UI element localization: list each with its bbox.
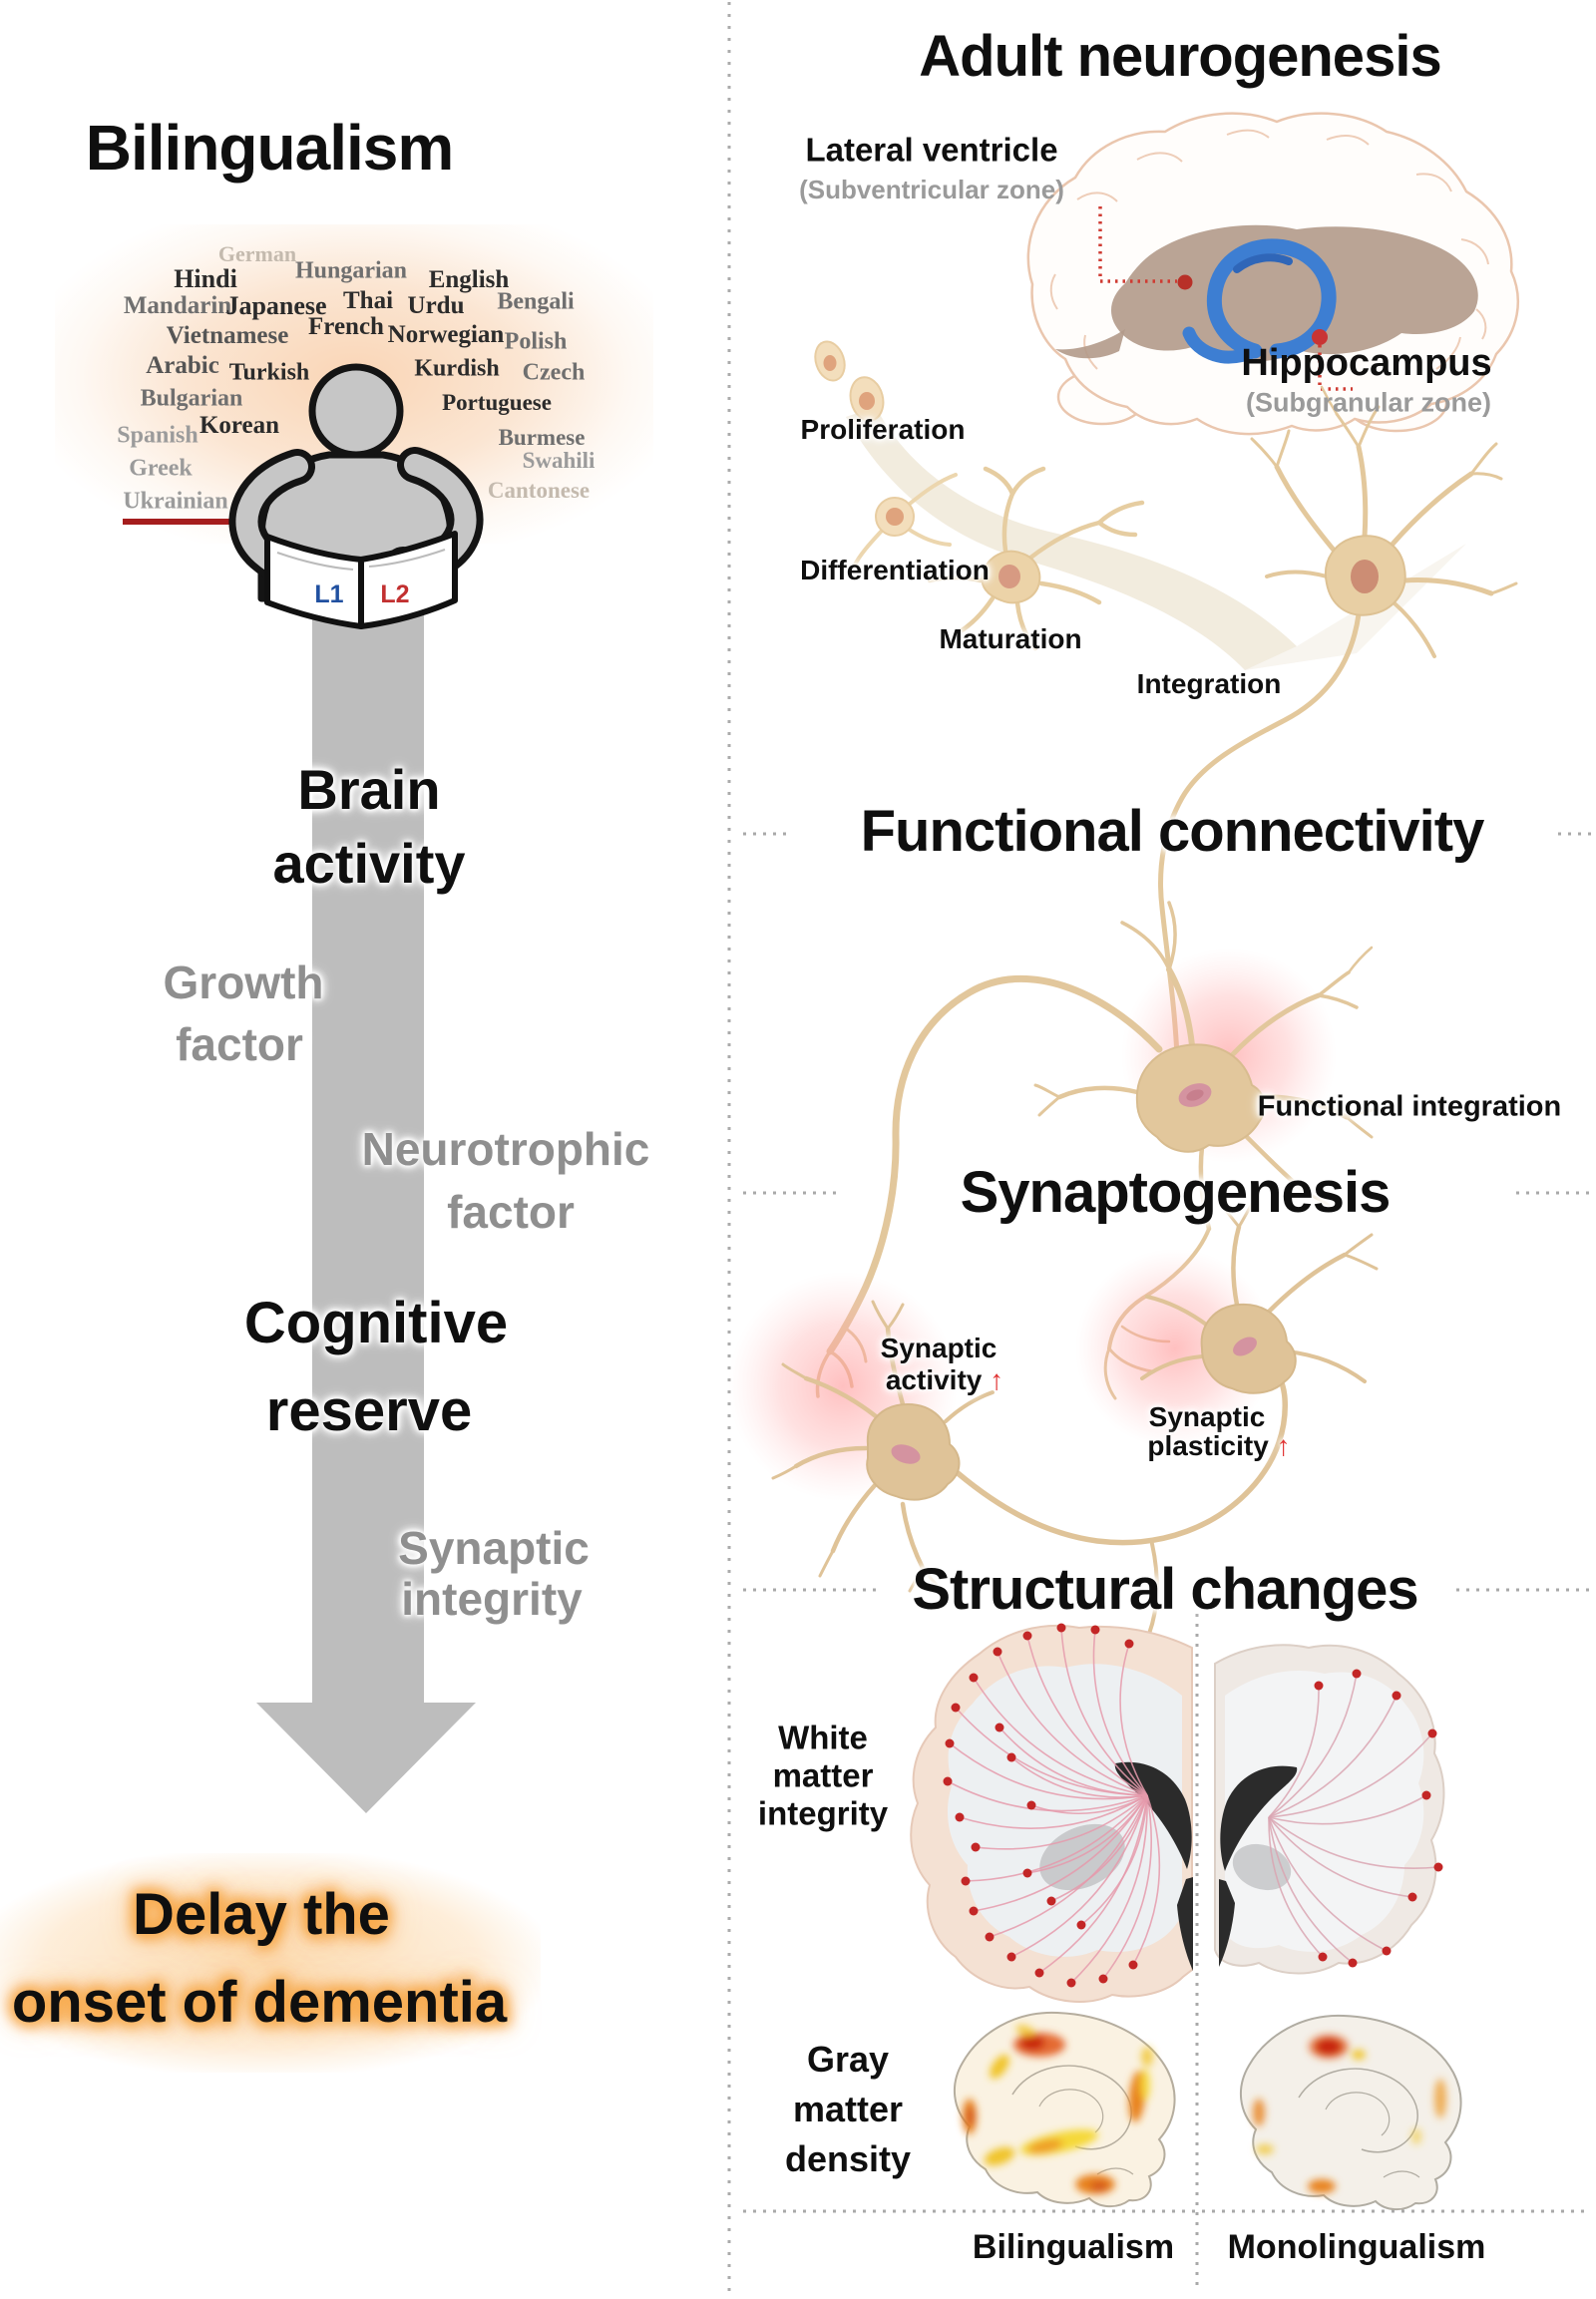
neurotrophic-factor-line2: factor (447, 1186, 575, 1238)
synaptic-plasticity-line1: Synaptic (1148, 1401, 1266, 1432)
outcome-line2: onset of dementia (11, 1970, 508, 2035)
gm-bilingual (953, 2011, 1176, 2208)
brain-sulci (1049, 129, 1489, 370)
gray-matter-line3: density (784, 2138, 912, 2179)
white-matter-line2: matter (772, 1756, 874, 1794)
growth-factor-line2: factor (176, 1018, 303, 1070)
up-arrow-icon: ↑ (990, 1364, 1004, 1395)
functional-integration-label: Functional integration (1257, 1090, 1562, 1123)
subventricular-label: (Subventricular zone) (799, 175, 1064, 204)
white-matter-brains (910, 1623, 1445, 2003)
white-matter-line3: integrity (757, 1794, 889, 1832)
synaptogenesis-neurons (728, 1197, 1379, 1668)
synaptic-activity-word: activity (885, 1364, 983, 1395)
functional-neuron (815, 901, 1381, 1400)
stage-maturation: Maturation (939, 623, 1082, 654)
book-l1-label: L1 (314, 580, 343, 608)
subgranular-label: (Subgranular zone) (1245, 387, 1492, 418)
brain-illustration (1026, 112, 1519, 436)
cognitive-reserve-line1: Cognitive (243, 1291, 509, 1355)
up-arrow-icon: ↑ (1276, 1430, 1291, 1461)
outcome-glow (0, 1853, 541, 2073)
neurogenesis-cells (814, 340, 1518, 1108)
growth-factor-line1: Growth (163, 957, 324, 1008)
leader-lines (1098, 206, 1353, 391)
gray-matter-line1: Gray (806, 2039, 890, 2080)
brain-activity-line2: activity (272, 832, 466, 895)
synaptic-plasticity-line2: plasticity ↑ (1147, 1432, 1290, 1460)
stage-differentiation: Differentiation (800, 555, 990, 585)
synaptic-integrity-line2: integrity (401, 1573, 583, 1625)
lateral-ventricle-label: Lateral ventricle (805, 131, 1058, 169)
outcome-line1: Delay the (133, 1882, 390, 1947)
synaptic-activity-line1: Synaptic (880, 1333, 998, 1363)
bilingual-fibers (943, 1623, 1161, 1988)
synaptogenesis-title: Synaptogenesis (960, 1160, 1392, 1225)
structural-changes-title: Structural changes (912, 1557, 1418, 1622)
synaptic-plasticity-word: plasticity (1147, 1430, 1269, 1461)
brain-activity-line1: Brain (297, 758, 441, 821)
book-l2-label: L2 (380, 580, 409, 608)
lateral-ventricle-dot (1177, 274, 1193, 290)
hippocampus-shape (1182, 238, 1337, 364)
section-dotted-lines (743, 832, 1594, 2292)
functional-connectivity-title: Functional connectivity (860, 799, 1485, 864)
column-label-bilingualism: Bilingualism (972, 2228, 1175, 2266)
stage-integration: Integration (1136, 668, 1282, 699)
hippocampus-dot (1312, 329, 1328, 345)
adult-neurogenesis-title: Adult neurogenesis (919, 24, 1441, 89)
synaptic-integrity-line1: Synaptic (398, 1522, 590, 1574)
brain-inner-mass (1110, 224, 1478, 362)
book-icon: L1 L2 (264, 531, 458, 629)
hippocampus-label: Hippocampus (1241, 342, 1492, 384)
cognitive-reserve-line2: reserve (265, 1378, 473, 1443)
reader-figure: L1 L2 (228, 363, 484, 629)
gm-monolingual (1239, 2014, 1462, 2211)
gray-matter-line2: matter (792, 2089, 904, 2129)
gray-matter-brains (953, 2011, 1462, 2211)
integration-neuron (1158, 385, 1518, 1108)
down-arrow (256, 598, 476, 1813)
white-matter-line1: White (778, 1719, 868, 1756)
column-label-monolingualism: Monolingualism (1227, 2228, 1486, 2266)
stage-proliferation: Proliferation (800, 414, 966, 445)
neurotrophic-factor-line1: Neurotrophic (361, 1123, 650, 1175)
synaptic-activity-line2: activity ↑ (886, 1366, 1003, 1394)
monolingual-fibers (1268, 1669, 1443, 1968)
figure-head (308, 363, 404, 459)
red-underline (123, 519, 242, 525)
bilingualism-title: Bilingualism (85, 112, 454, 184)
